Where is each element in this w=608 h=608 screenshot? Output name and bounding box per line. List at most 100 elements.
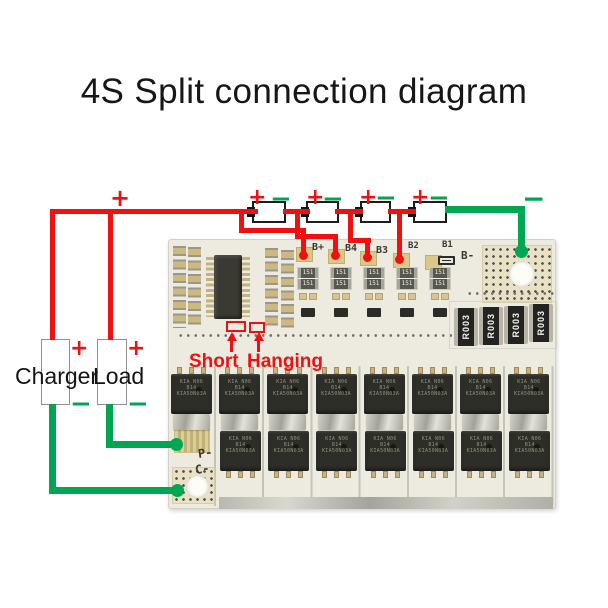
- mosfet-pin: [394, 471, 400, 478]
- mosfet-marking-line: B14: [235, 442, 246, 448]
- plus-sign: +: [359, 185, 378, 210]
- solder-strip: [510, 414, 548, 430]
- mosfet-marking-line: KIA N06: [324, 379, 348, 385]
- smd-resistor: 151: [397, 268, 417, 278]
- mosfet-marking-line: KIA50N03A: [321, 448, 352, 454]
- mosfet-pin: [334, 471, 340, 478]
- mosfet-pin: [345, 367, 351, 374]
- ic-pins-left: [206, 257, 214, 317]
- mosfet-marking-line: KIA50N03A: [369, 391, 400, 397]
- minus-sign: −: [428, 183, 450, 213]
- solder-point-b-minus: [515, 245, 528, 258]
- balance-wire-b3: [348, 238, 371, 243]
- mosfet-marking-line: KIA50N03A: [272, 391, 303, 397]
- mosfet-marking-line: KIA N06: [469, 379, 493, 385]
- smd-capacitor: [408, 293, 416, 300]
- mosfet-marking-line: KIA N06: [228, 436, 253, 442]
- shunt-resistor: R003: [454, 308, 478, 346]
- mosfet-marking-line: B14: [476, 442, 487, 448]
- mosfet-pin: [442, 367, 447, 374]
- mosfet-marking-line: B14: [524, 442, 535, 448]
- smd-capacitor: [431, 293, 439, 300]
- mosfet-dimple: [292, 387, 299, 393]
- smd-resistor: 151: [364, 279, 384, 289]
- series-link-wire: [388, 209, 416, 214]
- mounting-hole: [186, 475, 209, 498]
- balance-wire-b-plus: [301, 228, 306, 257]
- load-box: [97, 339, 127, 405]
- pad-label-b-plus: B+: [312, 242, 325, 253]
- mosfet-marking-line: KIA50N03A: [514, 448, 545, 454]
- mosfet-pin: [527, 471, 533, 478]
- mosfet-marking-line: B14: [186, 385, 197, 391]
- pad-label-b3: B3: [376, 245, 389, 256]
- shunt-resistor: R003: [529, 304, 553, 342]
- positive-wire-main: [50, 209, 258, 214]
- mosfet-marking-line: KIA N06: [518, 436, 542, 442]
- mosfet-pin: [346, 471, 352, 478]
- smd-resistor: 151: [430, 268, 450, 278]
- smd-resistor: 151: [397, 279, 417, 289]
- smd-component: [438, 256, 455, 265]
- mosfet-pin: [418, 471, 424, 478]
- smd-transistor: [301, 308, 315, 317]
- mosfet-marking-line: KIA50N03A: [466, 448, 497, 454]
- shunt-resistor: R003: [479, 307, 503, 345]
- smd-capacitor: [332, 293, 340, 300]
- mosfet-marking-line: B14: [282, 385, 293, 391]
- mosfet-pin: [418, 367, 423, 374]
- hanging-annotation: Hanging: [247, 351, 323, 372]
- mosfet-pin: [369, 367, 375, 374]
- minus-sign: −: [70, 389, 92, 419]
- p-minus-label: P-: [197, 445, 214, 461]
- mosfet-pin: [201, 367, 206, 374]
- plus-sign: +: [248, 185, 267, 210]
- mosfet-marking-line: B14: [379, 385, 390, 391]
- smd-column: [188, 247, 201, 327]
- mosfet-marking-line: B14: [475, 385, 486, 391]
- mosfet-marking-line: KIA50N03A: [224, 391, 255, 397]
- mosfet-dimple: [388, 387, 395, 393]
- smd-capacitor: [375, 293, 383, 300]
- mosfet-dimple: [245, 444, 251, 450]
- shunt-label: R003: [511, 312, 521, 338]
- mosfet-marking-line: B14: [523, 385, 534, 391]
- minus-sign: −: [522, 182, 546, 215]
- pad-label-b4: B4: [345, 243, 358, 254]
- mosfet-dimple: [244, 387, 251, 393]
- via-row: [466, 291, 554, 296]
- short-annotation: Short: [189, 351, 239, 372]
- solder-point-c-minus: [171, 484, 184, 497]
- mosfet-dimple: [534, 444, 541, 450]
- mosfet-pin: [298, 471, 304, 478]
- smd-resistor: 151: [298, 279, 318, 289]
- mosfet-pin: [430, 471, 436, 478]
- smd-capacitor: [299, 293, 307, 300]
- mosfet-pin: [479, 471, 484, 478]
- shunt-label: R003: [486, 313, 496, 339]
- mosfet-pin: [478, 367, 484, 374]
- mosfet-marking-line: B14: [428, 442, 439, 448]
- solder-strip: [317, 414, 355, 430]
- mosfet-marking-line: KIA N06: [179, 379, 204, 385]
- mosfet-pin: [381, 367, 387, 374]
- mosfet-pin: [467, 471, 472, 478]
- smd-transistor: [367, 308, 381, 317]
- mosfet-dimple: [389, 444, 396, 450]
- c-minus-label: C-: [194, 461, 211, 477]
- mosfet-marking-line: B14: [331, 442, 342, 448]
- smd-resistor: 151: [331, 279, 351, 289]
- mosfet-marking-line: KIA N06: [373, 436, 397, 442]
